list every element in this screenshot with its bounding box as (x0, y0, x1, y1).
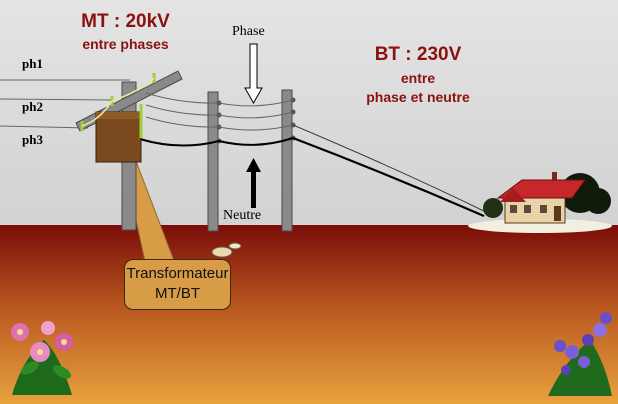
bt-voltage-title: BT : 230V (374, 44, 462, 65)
flowers-left (11, 321, 73, 395)
transformer-label-line2: MT/BT (155, 285, 200, 302)
neutre-arrow (246, 158, 261, 208)
mt-lines (0, 79, 130, 129)
ground-stones (211, 242, 242, 258)
transformer-label-box: Transformateur MT/BT (124, 259, 231, 310)
mt-voltage-subtitle: entre phases (82, 36, 169, 52)
phase-label-2: ph2 (22, 99, 43, 114)
neutre-arrow-label: Neutre (223, 208, 262, 223)
transformer-label-line1: Transformateur (126, 265, 229, 282)
bt-voltage-subtitle-line2: phase et neutre (366, 89, 470, 105)
bt-voltage-subtitle-line1: entre (400, 70, 436, 86)
phase-arrow-label: Phase (232, 24, 265, 39)
phase-arrow (244, 43, 263, 105)
phase-label-1: ph1 (22, 56, 43, 71)
flowers-right (548, 312, 612, 396)
bt-lines (139, 92, 491, 218)
transformer (95, 111, 142, 163)
phase-label-3: ph3 (22, 132, 43, 147)
mt-pole (75, 70, 183, 231)
ground (0, 225, 618, 404)
house (468, 172, 612, 233)
mt-voltage-title: MT : 20kV (81, 11, 170, 32)
